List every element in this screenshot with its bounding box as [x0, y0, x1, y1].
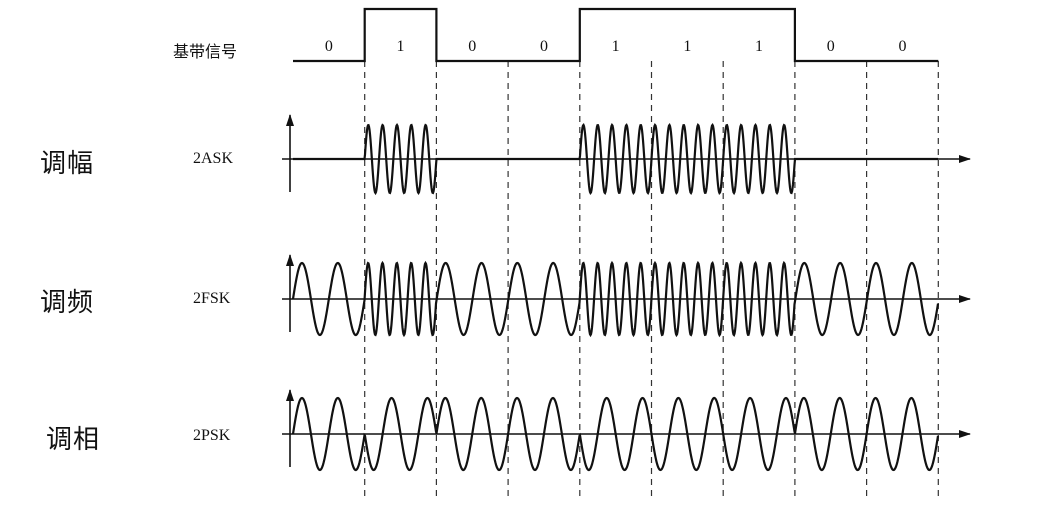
baseband-line [293, 7, 939, 63]
bit-label: 1 [755, 38, 763, 55]
ask-label: 2ASK [193, 150, 234, 167]
bit-label: 1 [683, 38, 691, 55]
bit-label: 1 [612, 38, 620, 55]
ask-waveform [293, 122, 938, 196]
fsk-label: 2FSK [193, 290, 231, 307]
fsk-waveform [291, 260, 940, 338]
fm-title: 调频 [40, 288, 95, 318]
psk-waveform [291, 396, 940, 472]
am-title: 调幅 [40, 149, 95, 179]
bit-boundary-lines [364, 61, 939, 500]
bit-label: 0 [898, 38, 906, 55]
baseband-square-wave [293, 7, 939, 63]
psk-label: 2PSK [193, 427, 231, 444]
baseband-bit-labels: 0 1 0 0 1 1 1 0 0 [325, 38, 907, 55]
bit-label: 0 [325, 38, 333, 55]
bit-label: 0 [468, 38, 476, 55]
baseband-label: 基带信号 [173, 42, 238, 61]
bit-label: 0 [827, 38, 835, 55]
pm-title: 调相 [46, 425, 101, 455]
bit-label: 0 [540, 38, 548, 55]
bit-label: 1 [397, 38, 405, 55]
